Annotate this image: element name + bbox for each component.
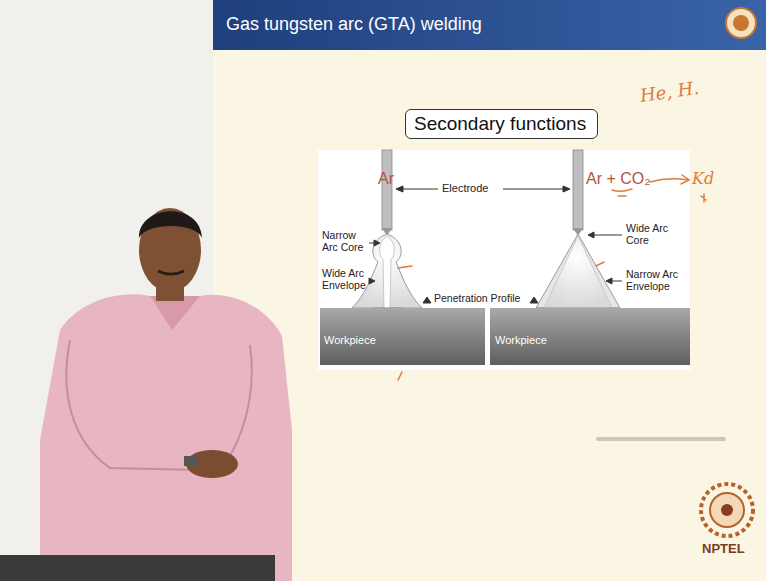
heading-box: Secondary functions	[405, 109, 598, 139]
part-label: Penetration Profile	[434, 292, 520, 304]
part-label: Electrode	[442, 182, 488, 195]
institute-logo	[733, 15, 749, 31]
lecturer	[0, 208, 292, 581]
gas-label: Ar + CO₂	[586, 170, 650, 188]
logo-text: NPTEL	[702, 542, 745, 557]
handwritten-note: Kd	[692, 170, 714, 188]
institute-logo	[726, 8, 756, 38]
part-label: Narrow Arc Core	[322, 229, 368, 253]
slide-background	[213, 0, 766, 581]
node-text: Secondary functions	[414, 113, 589, 135]
slide-title: Gas tungsten arc (GTA) welding	[226, 14, 482, 35]
handwritten-note: He, H.	[639, 78, 701, 107]
node-text: Workpiece	[324, 334, 485, 346]
workpiece-block: Workpiece	[320, 308, 485, 365]
narrow-arc-envelope	[536, 234, 620, 308]
part-label: Narrow Arc Envelope	[626, 268, 686, 292]
workpiece-block: Workpiece	[490, 308, 690, 365]
gas-label: Ar	[378, 170, 394, 188]
narrow-arc-core	[380, 236, 395, 308]
part-label: Wide Arc Core	[626, 222, 676, 246]
leader-arrows	[369, 186, 622, 303]
node-text: Workpiece	[495, 334, 690, 346]
electrode	[573, 150, 583, 230]
part-label: Wide Arc Envelope	[322, 267, 368, 291]
slide-navigation	[596, 437, 726, 441]
nptel-logo	[701, 484, 753, 536]
electrode	[382, 150, 392, 230]
diagram-panel	[318, 150, 690, 370]
wide-arc-core	[544, 236, 612, 308]
title-bar	[213, 0, 766, 50]
